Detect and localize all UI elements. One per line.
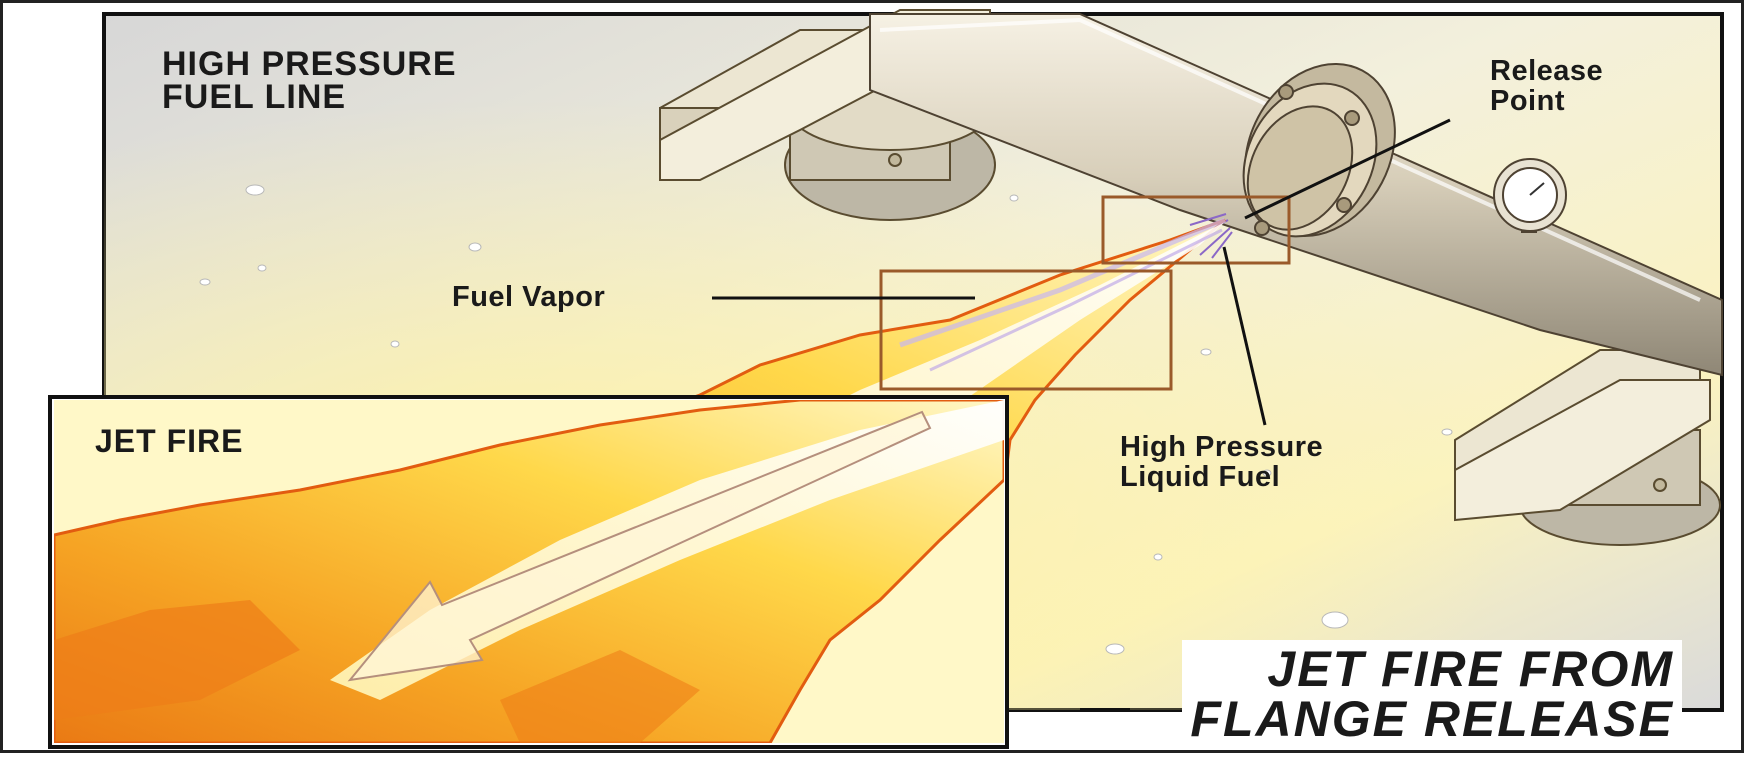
flame-direction-arrow bbox=[347, 410, 932, 682]
support-beam-right bbox=[1454, 349, 1721, 546]
fuel-droplets bbox=[199, 184, 1453, 655]
release-point-leader bbox=[1244, 118, 1451, 220]
liquid-fuel-leader bbox=[1222, 246, 1267, 426]
release-point-box bbox=[1101, 195, 1291, 265]
jet-fire-inset bbox=[48, 395, 1009, 749]
fuel-vapor-label: Fuel Vapor bbox=[452, 281, 606, 313]
release-point-label: Release Point bbox=[1490, 55, 1604, 117]
diagram-title: JET FIRE FROM FLANGE RELEASE bbox=[1182, 640, 1682, 748]
fuel-line-label: HIGH PRESSURE FUEL LINE bbox=[162, 45, 457, 116]
liquid-fuel-label: High Pressure Liquid Fuel bbox=[1120, 431, 1324, 493]
jet-fire-label: JET FIRE bbox=[95, 423, 244, 459]
fuel-vapor-box bbox=[879, 269, 1173, 391]
pressure-gauge-icon bbox=[1493, 158, 1567, 233]
